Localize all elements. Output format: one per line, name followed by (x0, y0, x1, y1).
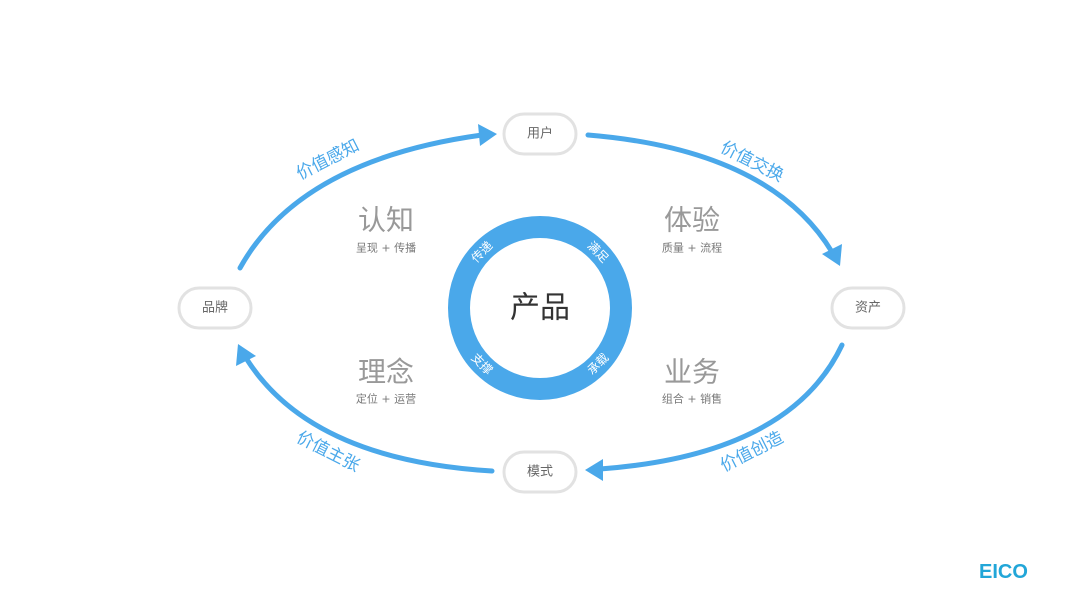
node-model-label: 模式 (527, 465, 553, 480)
quadrant-business-title: 业务 (664, 356, 720, 389)
arc-bottom-left (243, 355, 495, 474)
quadrant-experience-sub: 质量 + 流程 (662, 241, 722, 255)
quadrant-experience-title: 体验 (664, 204, 720, 237)
flow-label-value-proposition: 价值主张 (293, 428, 363, 477)
arrowhead-bottom-left (236, 344, 256, 366)
arc-bottom-right (597, 342, 845, 472)
arc-top-right (585, 132, 835, 255)
flow-label-value-perception: 价值感知 (293, 136, 363, 185)
node-asset: 资产 (830, 286, 906, 330)
arrowhead-bottom-right (585, 459, 603, 481)
node-asset-label: 资产 (855, 301, 881, 316)
arrowhead-top-right (822, 244, 842, 266)
node-brand-label: 品牌 (202, 300, 228, 316)
quadrant-cognition-sub: 呈现 + 传播 (356, 241, 416, 255)
eico-logo: EICO (979, 561, 1028, 583)
node-model: 模式 (502, 450, 578, 494)
node-brand: 品牌 (177, 286, 253, 330)
quadrant-philosophy-title: 理念 (358, 356, 414, 389)
product-ring (448, 216, 632, 400)
center-product-label: 产品 (510, 291, 570, 326)
node-user-label: 用户 (527, 126, 553, 142)
quadrant-business-sub: 组合 + 销售 (662, 392, 722, 406)
node-user: 用户 (502, 112, 578, 156)
quadrant-cognition-title: 认知 (358, 204, 414, 237)
arrowhead-top-left (478, 124, 497, 146)
quadrant-philosophy-sub: 定位 + 运营 (356, 392, 416, 406)
arc-top-left (237, 132, 485, 271)
